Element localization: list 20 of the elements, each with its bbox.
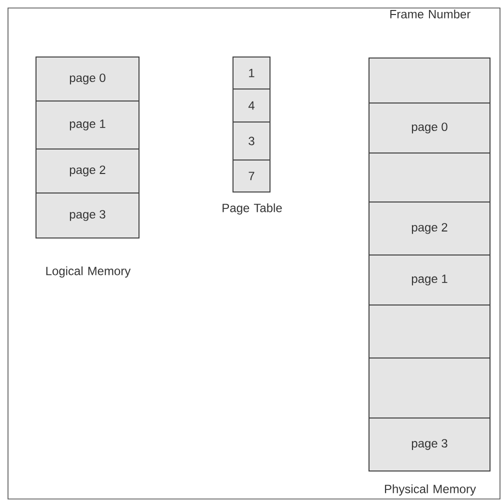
logical-memory-cell: page 3 bbox=[36, 192, 140, 238]
logical-memory-cell: page 1 bbox=[36, 100, 140, 150]
memory-frame: page 2 bbox=[368, 202, 490, 256]
caption-label: Physical Memory bbox=[384, 484, 476, 496]
empty-memory-frame bbox=[368, 304, 490, 358]
memory-frame: page 1 bbox=[368, 254, 490, 306]
logical-memory-cell: page 0 bbox=[36, 56, 140, 102]
logical-memory-cell: page 2 bbox=[36, 148, 140, 194]
page-table-cell: 4 bbox=[232, 88, 270, 122]
page-table-cell: 7 bbox=[232, 160, 270, 192]
empty-memory-frame bbox=[368, 58, 490, 104]
memory-frame: page 3 bbox=[368, 418, 490, 472]
caption-label: Logical Memory bbox=[46, 266, 131, 278]
caption-label: Frame Number bbox=[390, 10, 470, 18]
empty-memory-frame bbox=[368, 358, 490, 418]
empty-memory-frame bbox=[368, 152, 490, 202]
caption-label: Page Table bbox=[222, 203, 282, 215]
page-table-cell: 3 bbox=[232, 122, 270, 160]
page-table-cell: 1 bbox=[232, 56, 270, 90]
memory-frame: page 0 bbox=[368, 102, 490, 154]
